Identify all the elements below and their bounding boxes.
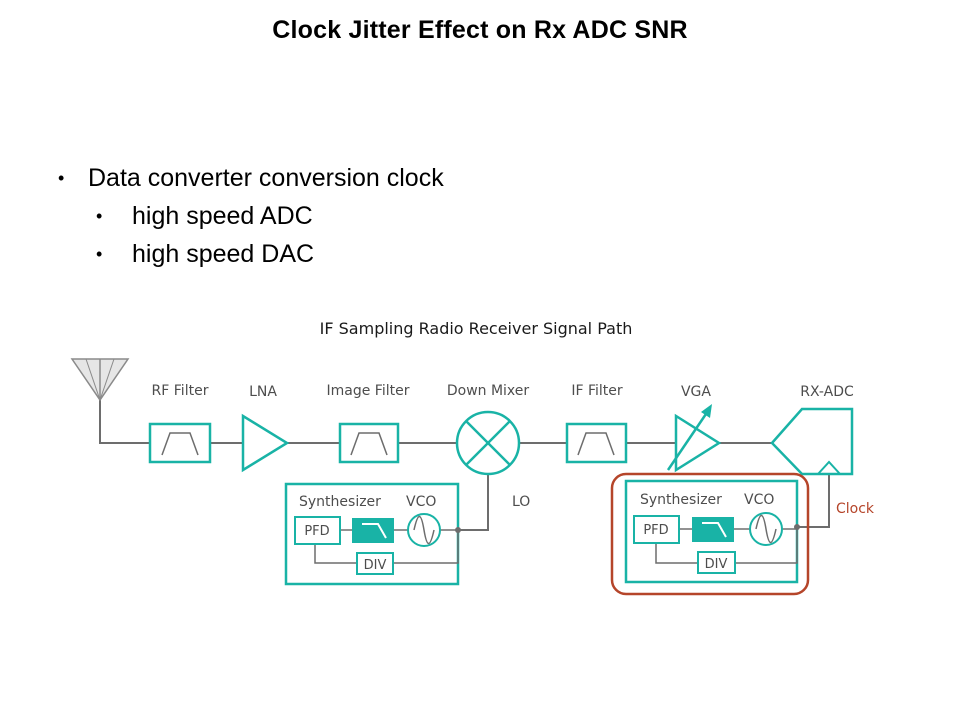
- bullet-symbol: •: [96, 244, 103, 264]
- antenna-icon: [70, 358, 130, 402]
- slide-title: Clock Jitter Effect on Rx ADC SNR: [272, 16, 688, 44]
- adc-block: [770, 407, 854, 476]
- if-filter-label: IF Filter: [571, 383, 623, 399]
- pfd-label: PFD: [304, 524, 329, 539]
- loop-filter-icon: [692, 517, 734, 542]
- vco-oscillator-icon: [749, 512, 783, 546]
- lo-label: LO: [512, 494, 530, 510]
- div-label: DIV: [705, 557, 728, 572]
- synthesizer-right: Synthesizer VCO PFD DIV: [624, 479, 800, 584]
- bullet-symbol: •: [96, 206, 103, 226]
- down-mixer-label: Down Mixer: [447, 383, 530, 399]
- vco-label: VCO: [406, 494, 436, 510]
- lna-amplifier-icon: [241, 413, 290, 473]
- vco-oscillator-icon: [407, 513, 441, 547]
- rx-adc-label: RX-ADC: [800, 384, 854, 400]
- bullet-text: high speed DAC: [132, 240, 315, 268]
- lna-label: LNA: [249, 384, 277, 400]
- signal-path-wires: [99, 400, 830, 531]
- clock-label: Clock: [836, 501, 875, 517]
- vga-amplifier-icon: [666, 404, 722, 473]
- synthesizer-wires: [655, 528, 798, 564]
- bullet-text: Data converter conversion clock: [88, 164, 444, 192]
- rf-filter-block: [148, 422, 212, 464]
- image-filter-block: [338, 422, 400, 464]
- synthesizer-label: Synthesizer: [299, 494, 381, 510]
- vco-label: VCO: [744, 492, 774, 508]
- if-filter-block: [565, 422, 628, 464]
- mixer-icon: [455, 410, 521, 476]
- bullet-symbol: •: [58, 168, 65, 188]
- diagram-title: IF Sampling Radio Receiver Signal Path: [320, 319, 633, 338]
- image-filter-label: Image Filter: [327, 383, 410, 399]
- div-label: DIV: [364, 558, 387, 573]
- clock-highlight-frame: [610, 472, 810, 596]
- vga-label: VGA: [681, 384, 711, 400]
- bullet-text: high speed ADC: [132, 202, 313, 230]
- rf-filter-label: RF Filter: [152, 383, 209, 399]
- loop-filter-icon: [352, 518, 394, 543]
- pfd-label: PFD: [643, 523, 668, 538]
- junction-dot: [455, 527, 461, 533]
- synthesizer-left: Synthesizer VCO PFD DIV: [284, 482, 461, 586]
- synthesizer-label: Synthesizer: [640, 492, 722, 508]
- junction-dot: [794, 524, 800, 530]
